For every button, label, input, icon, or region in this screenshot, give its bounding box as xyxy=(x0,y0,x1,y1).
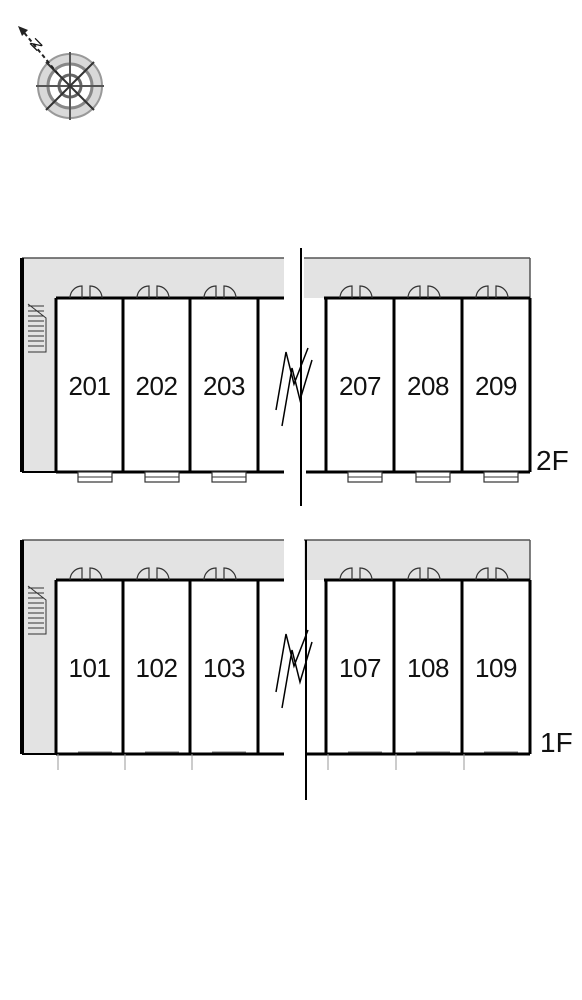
break-symbol xyxy=(281,359,313,427)
door-swing xyxy=(136,285,150,299)
corridor xyxy=(22,580,56,754)
stair-outline xyxy=(27,303,47,353)
door-swing xyxy=(495,285,509,299)
unit-label-108: 108 xyxy=(407,653,449,683)
unit-label-101: 101 xyxy=(69,653,111,683)
unit-label-209: 209 xyxy=(475,371,517,401)
unit-label-102: 102 xyxy=(136,653,178,683)
compass-rose-icon: N xyxy=(18,26,104,120)
door-swing xyxy=(89,285,103,299)
door-swing xyxy=(427,567,441,581)
door-swing xyxy=(359,285,373,299)
door-swing xyxy=(223,567,237,581)
door-swing xyxy=(136,567,150,581)
door-swing xyxy=(339,567,353,581)
floor-2f: 201 202 203 207 208 209 2F xyxy=(20,257,569,483)
door-swing xyxy=(223,285,237,299)
door-swing xyxy=(339,285,353,299)
door-swing xyxy=(475,567,489,581)
unit-label-103: 103 xyxy=(203,653,245,683)
door-swing xyxy=(427,285,441,299)
corridor xyxy=(22,258,284,298)
floor-label: 2F xyxy=(536,445,569,476)
floor-1f: 101 102 103 107 108 109 1F xyxy=(20,539,573,770)
unit-label-109: 109 xyxy=(475,653,517,683)
corridor xyxy=(22,540,284,580)
door-swing xyxy=(156,567,170,581)
door-swing xyxy=(495,567,509,581)
door-swing xyxy=(69,567,83,581)
door-swing xyxy=(407,285,421,299)
door-swing xyxy=(89,567,103,581)
door-swing xyxy=(156,285,170,299)
stair-outline xyxy=(27,585,47,635)
unit-label-207: 207 xyxy=(339,371,381,401)
break-symbol xyxy=(281,641,313,709)
unit-label-107: 107 xyxy=(339,653,381,683)
door-swing xyxy=(475,285,489,299)
door-swing xyxy=(203,567,217,581)
break-symbol xyxy=(275,629,309,693)
floor-label: 1F xyxy=(540,727,573,758)
unit-label-201: 201 xyxy=(69,371,111,401)
door-swing xyxy=(359,567,373,581)
door-swing xyxy=(203,285,217,299)
door-swing xyxy=(407,567,421,581)
unit-label-202: 202 xyxy=(136,371,178,401)
unit-label-203: 203 xyxy=(203,371,245,401)
break-symbol xyxy=(275,347,309,411)
corridor xyxy=(22,298,56,472)
unit-label-208: 208 xyxy=(407,371,449,401)
door-swing xyxy=(69,285,83,299)
